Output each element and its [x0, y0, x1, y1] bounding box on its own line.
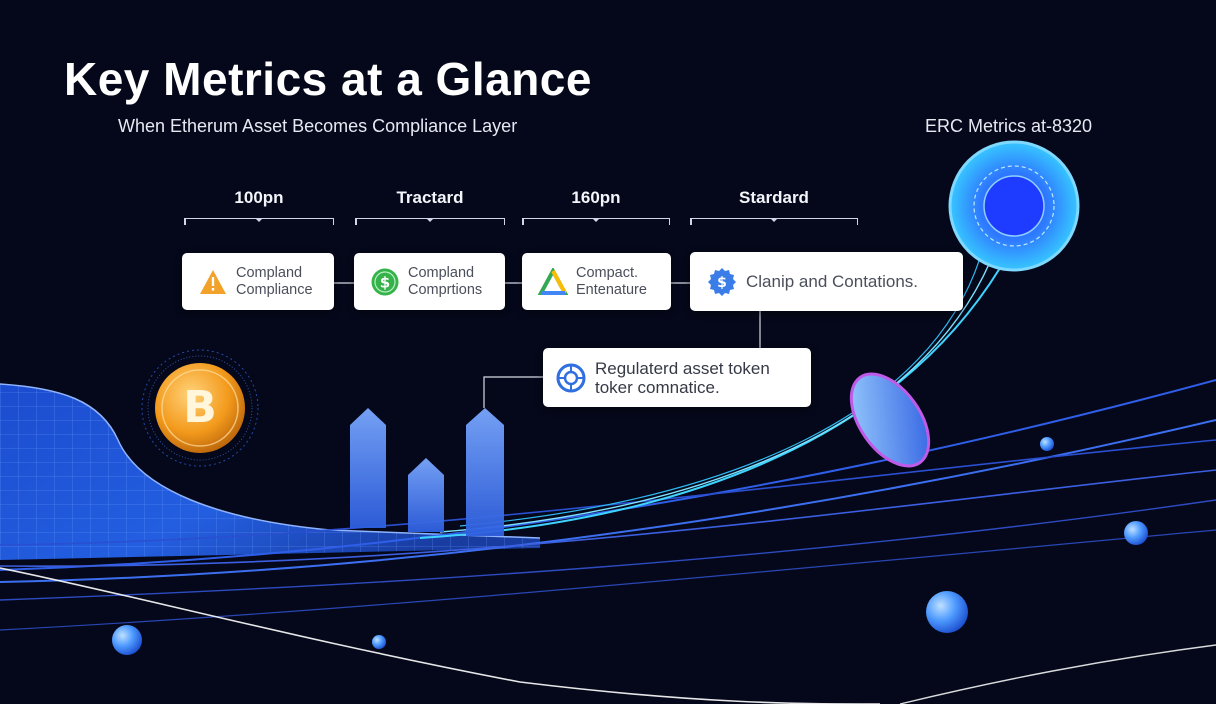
- card-line-2: Entenature: [576, 281, 647, 298]
- column-label-3: 160pn: [522, 188, 670, 225]
- card-line-2: Comprtions: [408, 281, 483, 298]
- coin-symbol: B: [183, 382, 217, 433]
- svg-text:$: $: [717, 275, 727, 291]
- metric-card-3[interactable]: Compact. Entenature: [522, 253, 671, 310]
- column-label-text: 100pn: [234, 188, 284, 207]
- regulated-asset-callout[interactable]: Regulaterd asset token toker comnatice.: [543, 348, 811, 407]
- page-subtitle: When Etherum Asset Becomes Compliance La…: [118, 116, 518, 136]
- card-line-1: Compact.: [576, 264, 639, 281]
- page-title: Key Metrics at a Glance: [64, 53, 592, 105]
- column-label-text: 160pn: [571, 188, 621, 207]
- metrics-caption: ERC Metrics at-8320: [925, 116, 1093, 136]
- warning-icon: [198, 268, 228, 296]
- metric-card-2[interactable]: $ Compland Comprtions: [354, 253, 505, 310]
- column-label-2: Tractard: [355, 188, 505, 225]
- card-line-2: Compliance: [236, 281, 313, 298]
- card-line-1: Compland: [408, 264, 475, 281]
- bracket: [355, 218, 505, 225]
- column-label-text: Stardard: [739, 188, 809, 207]
- metric-card-4[interactable]: $ Clanip and Contations.: [690, 252, 963, 311]
- dollar-icon: $: [370, 267, 400, 297]
- column-label-1: 100pn: [184, 188, 334, 225]
- metric-card-1[interactable]: Compland Compliance: [182, 253, 334, 310]
- callout-line-2: toker comnatice.: [595, 377, 720, 397]
- card-line-1: Compland: [236, 264, 303, 281]
- column-label-4: Stardard: [690, 188, 858, 225]
- token-ring-icon: [555, 362, 587, 394]
- svg-text:$: $: [380, 273, 390, 291]
- bitcoin-coin-icon: B: [170, 380, 230, 436]
- bracket: [690, 218, 858, 225]
- card-line-1: Clanip and Contations.: [746, 272, 919, 291]
- callout-line-1: Regulaterd asset token: [595, 358, 770, 378]
- bracket: [184, 218, 334, 225]
- bracket: [522, 218, 670, 225]
- column-label-text: Tractard: [396, 188, 464, 207]
- triangle-logo-icon: [538, 267, 568, 296]
- dollar-badge-icon: $: [706, 266, 738, 298]
